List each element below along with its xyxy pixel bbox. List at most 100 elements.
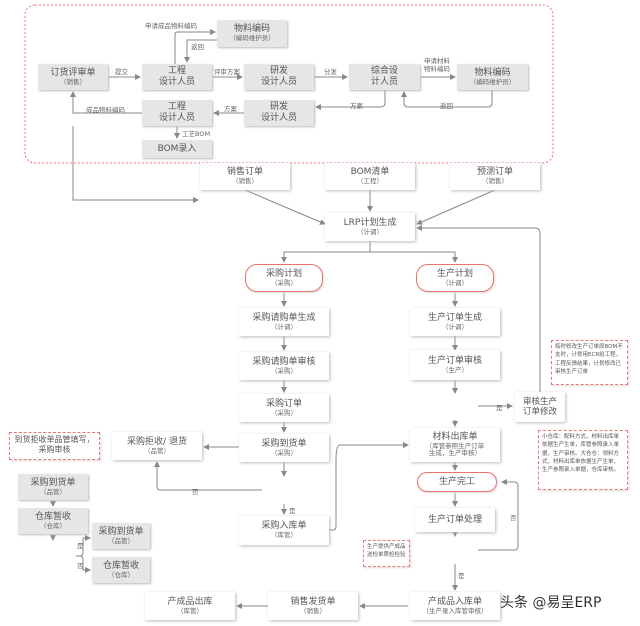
edge-label-yes: 是 <box>77 542 84 550</box>
box-role: （计调） <box>271 322 297 331</box>
decision-text: 是否修改 <box>442 401 468 410</box>
edge-label: 申请材料 <box>424 57 450 65</box>
edge-label: 申请成品物料编码 <box>145 22 197 30</box>
purchase-order-box: 采购订单（采购） <box>239 394 329 422</box>
box-title: 采购请购单审核 <box>252 356 316 367</box>
box-role: （编码维护员） <box>229 34 275 42</box>
box-title: 工程 <box>167 102 186 113</box>
box-title: 订货评审单 <box>50 67 96 78</box>
box-title: 采购到货单 <box>30 477 76 488</box>
box-role: （仓库） <box>108 570 134 579</box>
box-title: 生产计划 <box>436 268 473 279</box>
box-role: （生产） <box>442 365 468 374</box>
box-role: （品管） <box>40 487 66 496</box>
engineering-designer-box-2: 工程设计人员 <box>142 100 212 126</box>
production-order-gen-box: 生产订单生成（计调） <box>410 308 500 336</box>
box-title: 采购入库单 <box>261 521 307 532</box>
edge-label: 返回 <box>191 43 204 51</box>
box-role: （销售） <box>300 606 326 615</box>
order-review-box: 订货评审单（销售） <box>38 64 108 90</box>
modify-decision: 是否修改 <box>424 393 486 420</box>
engineering-designer-box: 工程设计人员 <box>142 64 212 90</box>
box-role: （库管参照生产订单 <box>425 441 485 450</box>
box-role: 生成，生产审核） <box>429 449 481 458</box>
box-title: LRP计划生成 <box>343 217 397 228</box>
qc-note: 生产提供产成品送检单质检检验 <box>363 540 410 567</box>
box-role: （计调） <box>357 227 383 236</box>
box-title: 仓库暂收 <box>34 511 71 522</box>
box-title: BOM录入 <box>157 143 197 154</box>
bom-entry-box: BOM录入 <box>142 140 212 158</box>
box-title: 采购请购单生成 <box>252 312 316 323</box>
box-role: （生产录入库管审核） <box>422 606 488 615</box>
box-role: （仓库） <box>40 521 66 530</box>
edge-label-yes: 是 <box>289 507 296 515</box>
box-title: 生产订单生成 <box>427 312 482 323</box>
rd-designer-box: 研发设计人员 <box>244 64 314 90</box>
decision-text: 品管检验是否合格 <box>35 551 66 563</box>
side-arrival-box-2: 采购到货单（品管） <box>92 523 150 549</box>
sales-delivery-box: 销售发货单（销售） <box>268 592 358 620</box>
box-title: 采购到货单 <box>261 438 307 449</box>
box-title: 采购订单 <box>265 398 302 409</box>
decision-text: 否合格 <box>445 549 465 558</box>
edge-label: 返回 <box>440 102 453 110</box>
purchase-request-audit-box: 采购请购单审核（采购） <box>239 352 329 380</box>
side-arrival-box: 采购到货单（品管） <box>18 474 88 500</box>
design-frame <box>24 4 554 164</box>
box-title: 产成品出库 <box>167 596 213 607</box>
box-role: （采购） <box>271 278 297 287</box>
edge-label-no: 否 <box>510 514 517 522</box>
purchase-qc-decision: 质检是否合格 <box>254 476 314 506</box>
box-title: 物料编码 <box>474 67 511 78</box>
box-role: （采购） <box>271 448 297 457</box>
box-title: 研发 <box>269 66 288 77</box>
material-code-box-2: 物料编码（编码维护员） <box>457 64 528 90</box>
box-title: 设计人员 <box>260 113 297 123</box>
box-title: 订单修改 <box>522 407 557 417</box>
box-title: 计人员 <box>370 77 398 87</box>
production-order-audit-box: 生产订单审核（生产） <box>410 350 500 380</box>
box-title: 物料编码 <box>233 24 270 35</box>
box-title: 采购拒收/ 退货 <box>127 436 187 447</box>
box-title: 生产订单审核 <box>427 355 482 366</box>
bom-change-note: 临时修改生产订单原BOM不支时，计划用ECR给工程，工程反馈结果，计划修改已审核… <box>551 340 628 385</box>
purchase-plan-box: 采购计划（采购） <box>245 264 323 292</box>
box-title: 仓库暂收 <box>102 560 139 571</box>
box-role: （销售） <box>232 177 258 185</box>
edge-label: 工艺BOM <box>182 130 211 138</box>
warehouse-note: 小仓库：配料方式，材料出库单依据生产生单，库管参照录入单据，生产审核。大仓仓：领… <box>538 430 628 490</box>
box-role: （销售） <box>482 177 508 185</box>
box-role: （计调） <box>442 322 468 331</box>
edge-label-no: 否 <box>77 562 84 570</box>
production-order-handle-box: 生产订单处理 <box>415 508 495 532</box>
integrated-designer-box: 综合设计人员 <box>349 64 420 90</box>
material-code-box: 物料编码（编码维护员） <box>217 20 287 47</box>
box-title: 设计人员 <box>260 77 297 87</box>
box-title: 综合设 <box>370 66 398 77</box>
production-complete-box: 生产完工 <box>417 472 497 492</box>
decision-text: 质检是 <box>274 482 294 491</box>
lrp-plan-box: LRP计划生成（计调） <box>325 213 415 241</box>
edge-label: 物料编码 <box>424 65 450 73</box>
purchase-inbound-box: 采购入库单（库管） <box>239 516 329 545</box>
production-plan-box: 生产计划（计调） <box>416 264 494 292</box>
box-title: 审核生产 <box>522 396 557 407</box>
box-title: 产成品入库单 <box>427 596 482 607</box>
box-role: （计调） <box>442 278 468 287</box>
box-role: （采购） <box>271 366 297 375</box>
box-role: （品管） <box>108 536 134 545</box>
box-title: 采购到货单 <box>98 526 144 537</box>
edge-label: 方案 <box>224 105 237 113</box>
sales-order-box: 销售订单（销售） <box>200 163 290 190</box>
side-qc-decision: 品管检验是否合格 <box>23 542 79 572</box>
edge-label: 方案 <box>350 102 363 110</box>
modify-audit-box: 审核生产订单修改 <box>515 392 565 422</box>
box-title: 生产订单处理 <box>427 514 482 525</box>
box-role: （库管） <box>271 531 297 539</box>
purchase-arrival-box: 采购到货单（采购） <box>239 434 329 462</box>
box-title: 预测订单 <box>476 167 513 178</box>
box-role: （采购） <box>271 408 297 417</box>
